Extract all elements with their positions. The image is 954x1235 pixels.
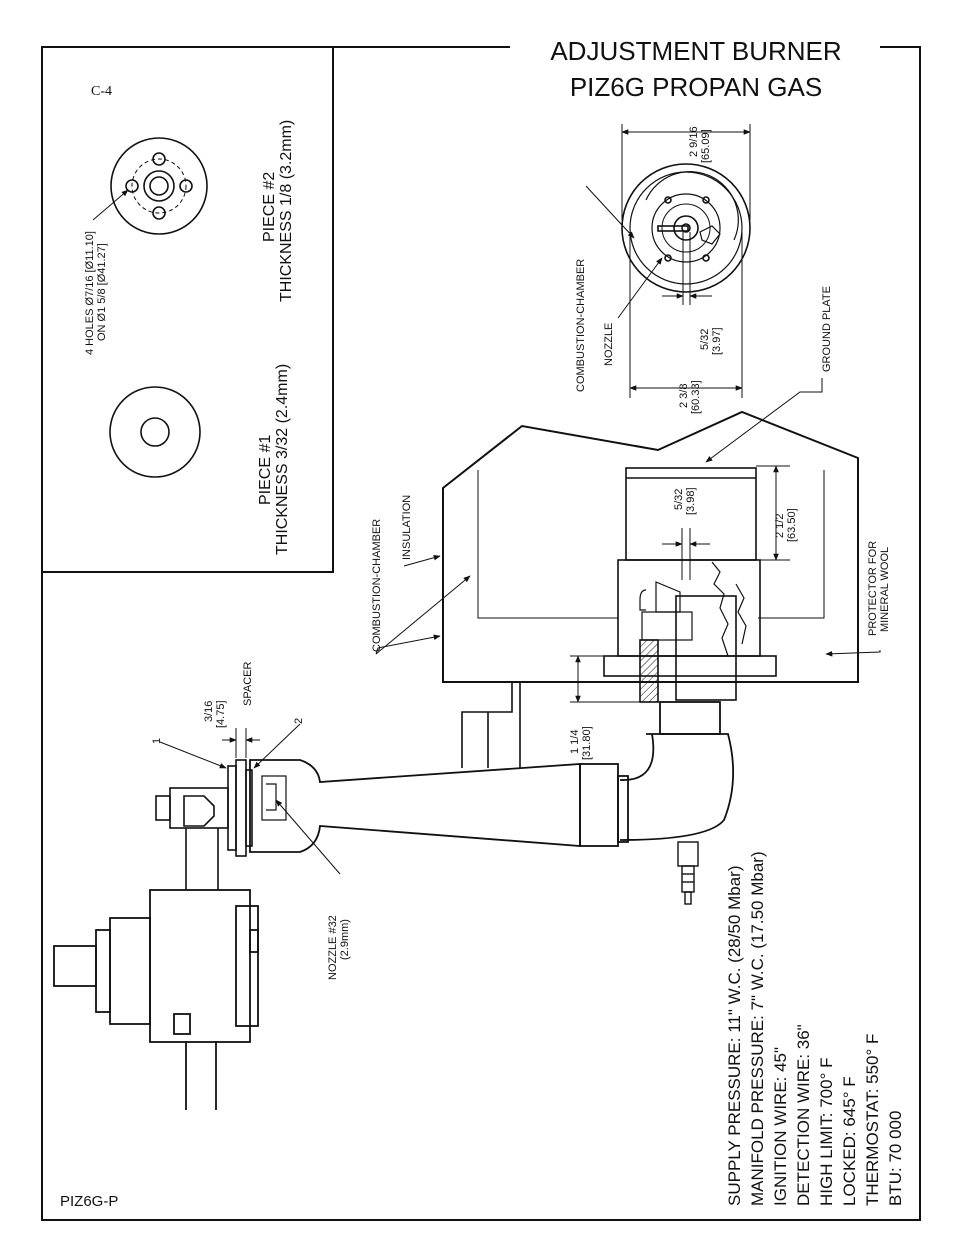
spec-high-limit: HIGH LIMIT: 700° F xyxy=(817,1057,836,1206)
spec-detection-wire: DETECTION WIRE: 36" xyxy=(794,1024,813,1206)
spec-supply-pressure: SUPPLY PRESSURE: 11" W.C. (28/50 Mbar) xyxy=(725,866,744,1207)
piece2-name: PIECE #2 xyxy=(261,172,278,242)
side-label-insulation: INSULATION xyxy=(401,495,413,560)
top-label-nozzle: NOZZLE xyxy=(603,323,615,366)
protector-line1: PROTECTOR FOR xyxy=(867,541,879,636)
piece1-thickness: THICKNESS 3/32 (2.4mm) xyxy=(274,364,291,555)
label-spacer: SPACER xyxy=(242,662,254,706)
insulation-lining xyxy=(477,470,825,619)
spec-btu: BTU: 70 000 xyxy=(886,1111,905,1206)
spec-locked: LOCKED: 645° F xyxy=(840,1076,859,1206)
spec-ignition-wire: IGNITION WIRE: 45" xyxy=(771,1047,790,1206)
dim-spacer-mm: [4.75] xyxy=(215,700,227,728)
dim-height-mm: [63.50] xyxy=(786,508,798,542)
dim-height: 2 1/2 xyxy=(774,514,786,538)
top-label-ground: GROUND PLATE xyxy=(821,286,833,372)
ref-code: C-4 xyxy=(91,84,112,99)
dim-spacer: 3/16 xyxy=(203,701,215,722)
top-view-dims xyxy=(585,124,751,398)
side-label-chamber: COMBUSTION-CHAMBER xyxy=(371,519,383,652)
gas-valve-fitting xyxy=(155,787,229,890)
piece2-holes-line2: ON Ø1 5/8 [Ø41.27] xyxy=(96,243,108,341)
spec-list: SUPPLY PRESSURE: 11" W.C. (28/50 Mbar) M… xyxy=(725,851,905,1206)
dim-inner: 2 3/8 xyxy=(678,384,690,408)
page-frame xyxy=(41,46,921,1221)
elbow-pipe xyxy=(617,701,735,843)
callout-1: 1 xyxy=(151,738,163,744)
burner-tube xyxy=(603,467,777,703)
title-line1: ADJUSTMENT BURNER xyxy=(550,36,841,66)
protector-line2: MINERAL WOOL xyxy=(879,547,891,632)
spec-manifold-pressure: MANIFOLD PRESSURE: 7" W.C. (17.50 Mbar) xyxy=(748,851,767,1206)
spec-thermostat: THERMOSTAT: 550° F xyxy=(863,1034,882,1206)
title-line2: PIZ6G PROPAN GAS xyxy=(570,72,822,102)
dim-gap-mm: [3.98] xyxy=(685,487,697,515)
dim-gap: 5/32 xyxy=(673,489,685,510)
dim-outer: 2 9/16 xyxy=(688,126,700,157)
dim-base: 1 1/4 xyxy=(569,730,581,754)
callout-2: 2 xyxy=(293,718,305,724)
dim-outer-mm: [65.09] xyxy=(700,129,712,163)
footer-code: PIZ6G-P xyxy=(60,1193,118,1210)
top-view-burner xyxy=(621,163,751,293)
mixer-tube xyxy=(249,759,619,853)
piece1-name: PIECE #1 xyxy=(257,435,274,505)
support-legs xyxy=(461,682,521,768)
dim-inner-mm: [60.33] xyxy=(690,380,702,414)
gas-valve-body xyxy=(53,889,259,1110)
piece2-thickness: THICKNESS 1/8 (3.2mm) xyxy=(278,120,295,302)
inset-box xyxy=(42,47,334,573)
dim-base-mm: [31.80] xyxy=(581,726,593,760)
dim-nozzle-mm: [3.97] xyxy=(711,327,723,355)
spacer-plates xyxy=(227,759,253,857)
dim-nozzle: 5/32 xyxy=(699,329,711,350)
piece2-disc xyxy=(110,137,208,235)
ground-leader xyxy=(705,378,823,463)
piece1-disc xyxy=(109,386,201,478)
piece2-holes-line1: 4 HOLES Ø7/16 [Ø11.10] xyxy=(84,231,96,355)
nozzle-line1: NOZZLE #32 xyxy=(327,915,339,980)
piece2-holes-leader xyxy=(92,189,129,221)
spark-plug xyxy=(677,841,699,905)
nozzle-line2: (2.9mm) xyxy=(339,919,351,960)
top-label-chamber: COMBUSTION-CHAMBER xyxy=(575,259,587,392)
side-view-dims xyxy=(159,465,881,875)
